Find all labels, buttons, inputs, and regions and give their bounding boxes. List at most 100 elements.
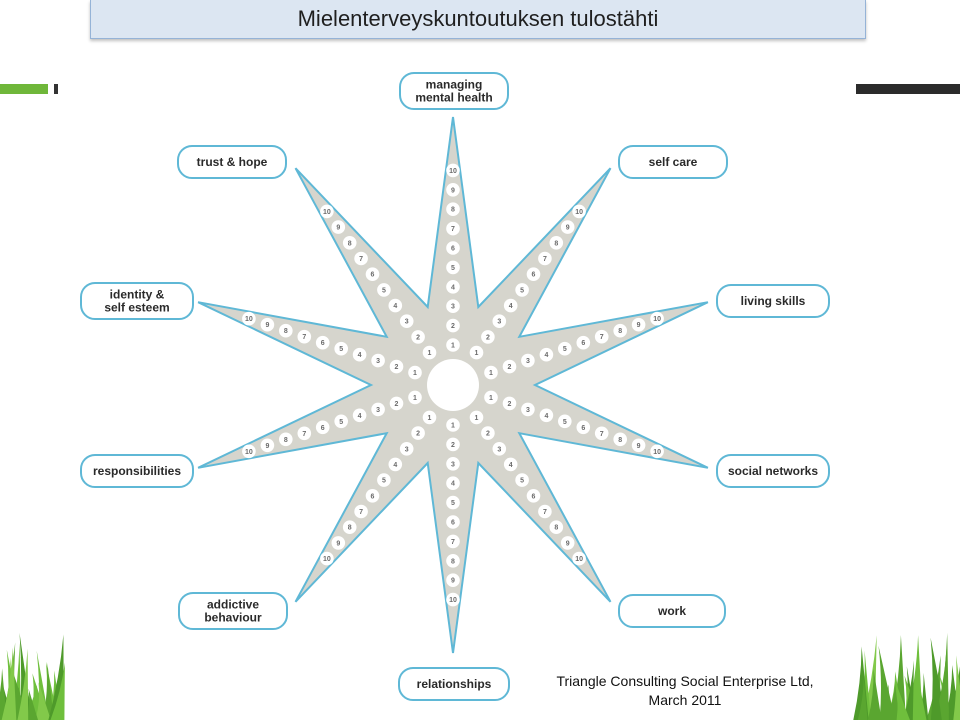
scale-dot[interactable]: [446, 221, 460, 236]
scale-dot[interactable]: [446, 457, 460, 471]
scale-dot[interactable]: [388, 457, 403, 472]
scale-dot[interactable]: [354, 504, 368, 519]
scale-dot[interactable]: [481, 426, 495, 440]
scale-dot[interactable]: [631, 438, 646, 453]
scale-dot[interactable]: [446, 241, 460, 255]
scale-dot[interactable]: [446, 202, 460, 216]
scale-dot[interactable]: [631, 317, 646, 332]
scale-dot[interactable]: [446, 260, 460, 275]
scale-dot[interactable]: [576, 420, 591, 435]
scale-dot[interactable]: [469, 410, 484, 425]
scale-dot[interactable]: [331, 220, 346, 234]
scale-dot[interactable]: [549, 520, 564, 534]
scale-dot[interactable]: [446, 163, 460, 178]
scale-dot[interactable]: [297, 329, 312, 344]
scale-dot[interactable]: [342, 520, 357, 534]
scale-dot[interactable]: [446, 573, 460, 587]
scale-dot[interactable]: [650, 311, 664, 326]
scale-dot[interactable]: [354, 251, 368, 266]
scale-dot[interactable]: [502, 396, 517, 411]
scale-dot[interactable]: [315, 335, 330, 350]
scale-dot[interactable]: [538, 504, 552, 519]
scale-dot[interactable]: [377, 473, 391, 487]
scale-dot[interactable]: [549, 236, 564, 250]
scale-dot[interactable]: [526, 267, 541, 282]
scale-dot[interactable]: [560, 220, 575, 234]
scale-dot[interactable]: [572, 551, 586, 566]
scale-dot[interactable]: [334, 414, 349, 429]
scale-dot[interactable]: [446, 418, 460, 432]
scale-dot[interactable]: [297, 426, 312, 441]
scale-dot[interactable]: [422, 410, 437, 425]
scale-dot[interactable]: [469, 345, 484, 360]
scale-dot[interactable]: [388, 298, 403, 313]
scale-dot[interactable]: [446, 318, 460, 333]
scale-dot[interactable]: [365, 489, 380, 503]
scale-dot[interactable]: [260, 438, 275, 453]
scale-dot[interactable]: [503, 298, 518, 313]
scale-dot[interactable]: [352, 408, 367, 423]
scale-dot[interactable]: [515, 473, 529, 487]
scale-dot[interactable]: [446, 592, 460, 607]
scale-dot[interactable]: [399, 314, 414, 329]
scale-dot[interactable]: [492, 314, 507, 329]
scale-dot[interactable]: [539, 347, 554, 362]
scale-dot[interactable]: [650, 444, 664, 459]
scale-dot[interactable]: [446, 183, 460, 197]
scale-dot[interactable]: [242, 444, 256, 459]
scale-dot[interactable]: [411, 330, 425, 344]
scale-dot[interactable]: [558, 414, 572, 429]
scale-dot[interactable]: [389, 396, 404, 411]
scale-dot[interactable]: [446, 495, 460, 510]
scale-dot[interactable]: [502, 359, 517, 374]
scale-dot[interactable]: [613, 432, 627, 447]
scale-dot[interactable]: [446, 280, 460, 294]
scale-dot[interactable]: [242, 311, 256, 326]
scale-dot[interactable]: [352, 347, 367, 362]
scale-dot[interactable]: [594, 426, 609, 441]
scale-dot[interactable]: [408, 390, 422, 405]
scale-dot[interactable]: [521, 402, 535, 417]
scale-dot[interactable]: [576, 335, 591, 350]
scale-dot[interactable]: [446, 437, 460, 452]
scale-dot[interactable]: [320, 551, 334, 566]
scale-dot[interactable]: [377, 283, 391, 297]
scale-dot[interactable]: [260, 317, 275, 332]
scale-dot[interactable]: [572, 204, 586, 219]
scale-dot[interactable]: [484, 390, 498, 405]
scale-dot[interactable]: [408, 365, 422, 380]
scale-dot[interactable]: [515, 283, 529, 297]
scale-dot[interactable]: [446, 338, 460, 352]
scale-dot[interactable]: [371, 353, 385, 368]
scale-dot[interactable]: [389, 359, 404, 374]
scale-dot[interactable]: [342, 236, 357, 250]
scale-dot[interactable]: [365, 267, 380, 282]
scale-dot[interactable]: [538, 251, 552, 266]
scale-dot[interactable]: [446, 515, 460, 529]
scale-dot[interactable]: [594, 329, 609, 344]
scale-dot[interactable]: [446, 554, 460, 568]
scale-dot[interactable]: [334, 341, 349, 356]
scale-dot[interactable]: [558, 341, 572, 356]
scale-dot[interactable]: [279, 432, 293, 447]
scale-dot[interactable]: [446, 299, 460, 314]
scale-dot[interactable]: [315, 420, 330, 435]
scale-dot[interactable]: [331, 536, 346, 550]
scale-dot[interactable]: [521, 353, 535, 368]
scale-dot[interactable]: [503, 457, 518, 472]
scale-dot[interactable]: [446, 534, 460, 549]
scale-dot[interactable]: [399, 442, 414, 456]
scale-dot[interactable]: [613, 323, 627, 338]
scale-dot[interactable]: [526, 489, 541, 503]
scale-dot[interactable]: [539, 408, 554, 423]
scale-dot[interactable]: [492, 442, 507, 456]
scale-dot[interactable]: [411, 426, 425, 440]
scale-dot[interactable]: [446, 476, 460, 491]
scale-dot[interactable]: [371, 402, 385, 417]
scale-dot[interactable]: [560, 536, 575, 550]
scale-dot[interactable]: [422, 345, 437, 360]
scale-dot[interactable]: [481, 330, 495, 344]
scale-dot[interactable]: [484, 365, 498, 380]
scale-dot[interactable]: [320, 204, 334, 219]
scale-dot[interactable]: [279, 323, 293, 338]
